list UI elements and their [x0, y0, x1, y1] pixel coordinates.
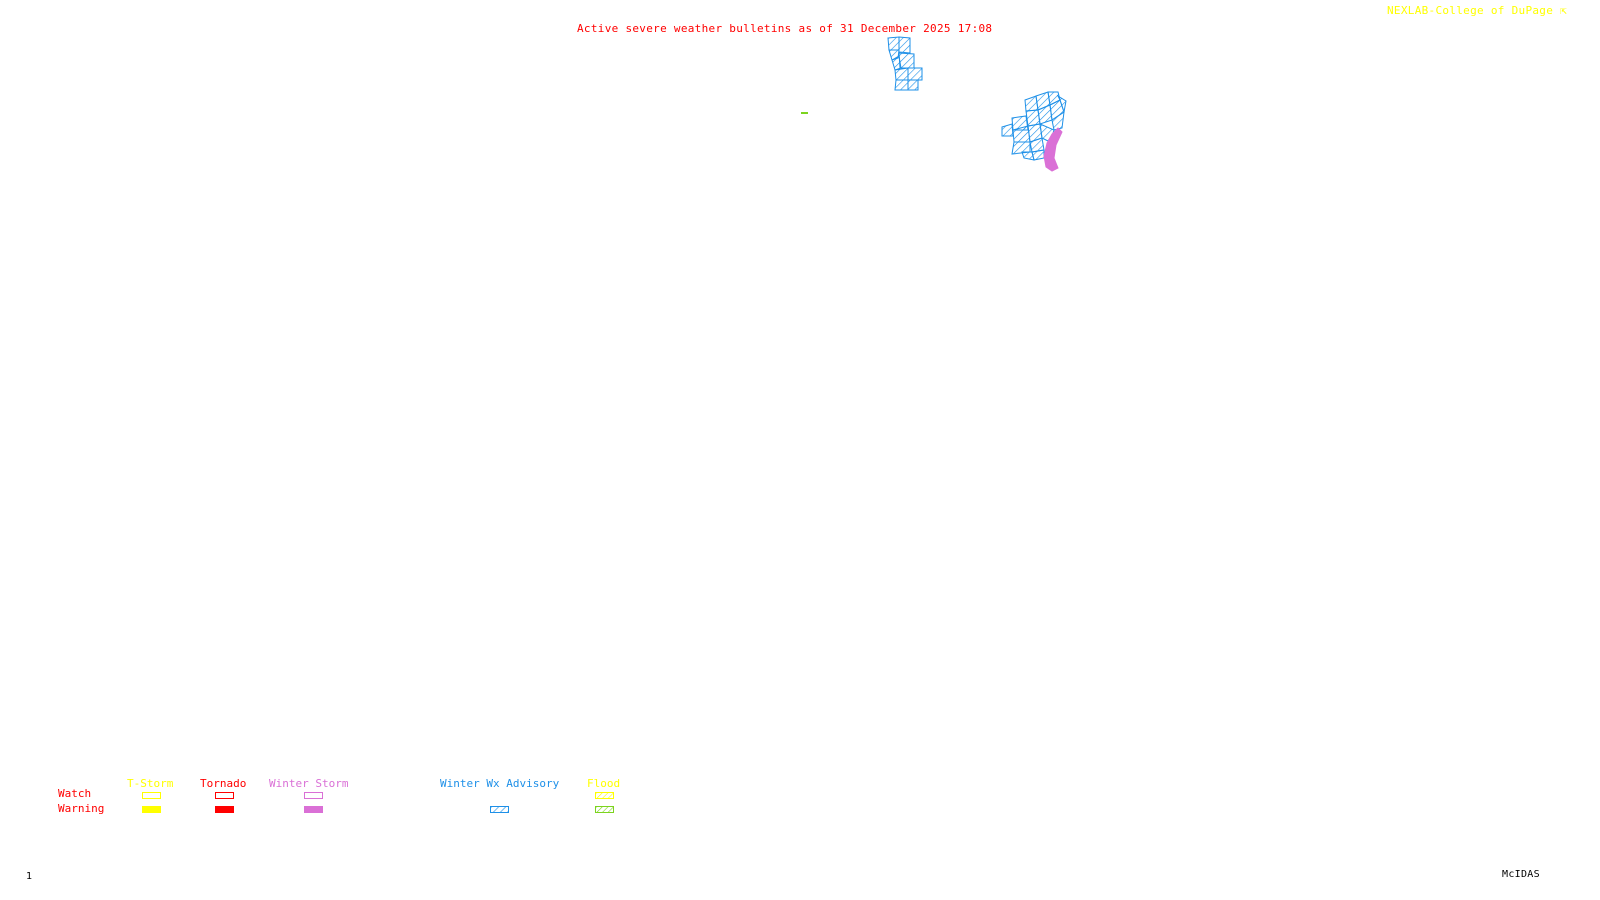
legend-row-warning: Warning — [58, 802, 105, 815]
legend-label-winter-wx-advisory: Winter Wx Advisory — [440, 777, 560, 790]
legend-label-tornado: Tornado — [200, 777, 247, 790]
app-name: McIDAS — [1502, 869, 1540, 880]
legend-row-watch: Watch — [58, 787, 92, 800]
legend-swatch-flood-warning — [595, 806, 614, 813]
legend-swatch-tornado-warning — [215, 806, 234, 813]
legend-swatch-flood-watch — [595, 792, 614, 799]
legend-swatch-tstorm-watch — [142, 792, 161, 799]
legend-label-winter-storm: Winter Storm — [269, 777, 349, 790]
legend-swatch-winter-storm-warning — [304, 806, 323, 813]
winter-storm-warning-area[interactable] — [1043, 127, 1063, 172]
legend-swatch-winter-wx-advisory — [490, 806, 509, 813]
legend-label-flood: Flood — [587, 777, 621, 790]
credit-label: NEXLAB-College of DuPage ⇱ — [1387, 5, 1567, 17]
legend-swatch-tstorm-warning — [142, 806, 161, 813]
legend-swatch-tornado-watch — [215, 792, 234, 799]
flood-warning-area[interactable] — [801, 112, 808, 114]
legend-label-tstorm: T-Storm — [127, 777, 174, 790]
page-title: Active severe weather bulletins as of 31… — [577, 22, 993, 35]
credit-text: NEXLAB-College of DuPage — [1387, 4, 1554, 17]
cursor-arrow-icon: ⇱ — [1560, 4, 1568, 17]
winter-wx-advisory-area-north[interactable] — [887, 36, 923, 91]
legend-swatch-winter-storm-watch — [304, 792, 323, 799]
frame-number: 1 — [26, 871, 33, 882]
winter-wx-advisory-area-east[interactable] — [1001, 91, 1067, 161]
